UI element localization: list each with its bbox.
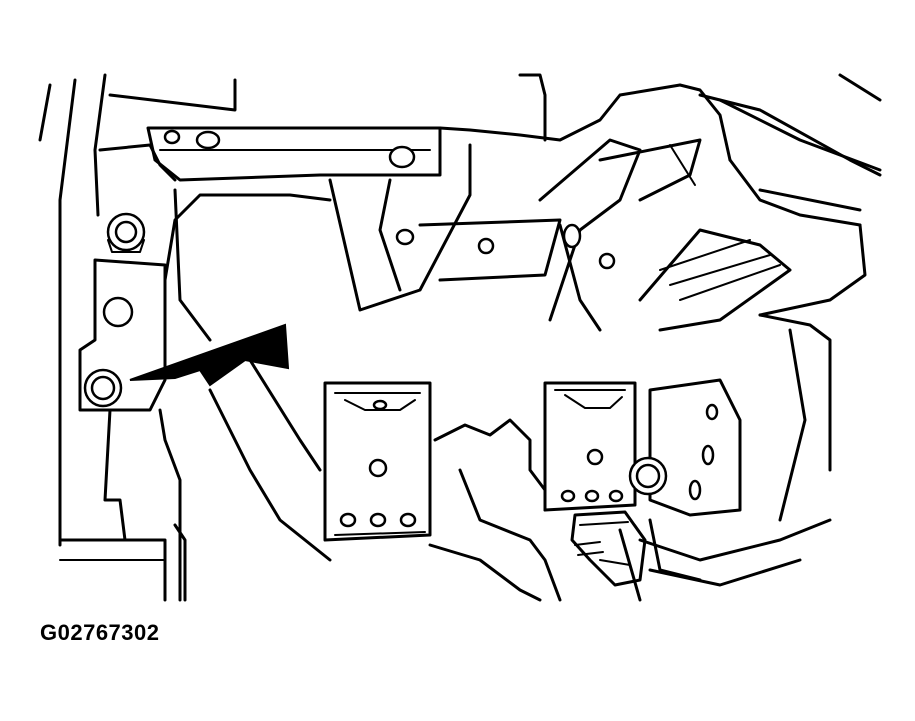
left-mounting-plate xyxy=(78,188,332,412)
upper-bracket-rail xyxy=(146,126,442,182)
right-bracket-bolt xyxy=(628,456,668,496)
center-bracket xyxy=(323,381,432,542)
diagonal-strut xyxy=(328,143,472,312)
upper-left-bolt xyxy=(106,212,146,253)
relay-bracket xyxy=(543,381,637,512)
figure-code-label: G02767302 xyxy=(40,620,160,645)
right-panel-ribs xyxy=(638,228,832,522)
lower-left-structure xyxy=(58,358,332,602)
center-connector-housing xyxy=(428,418,562,602)
cross-brace xyxy=(418,138,702,332)
lower-floor-lines xyxy=(638,518,832,587)
upper-right-housing xyxy=(438,73,882,317)
wiring-connector xyxy=(570,510,647,587)
target-bolt xyxy=(83,368,123,408)
arrow-pointer-icon xyxy=(129,323,290,387)
